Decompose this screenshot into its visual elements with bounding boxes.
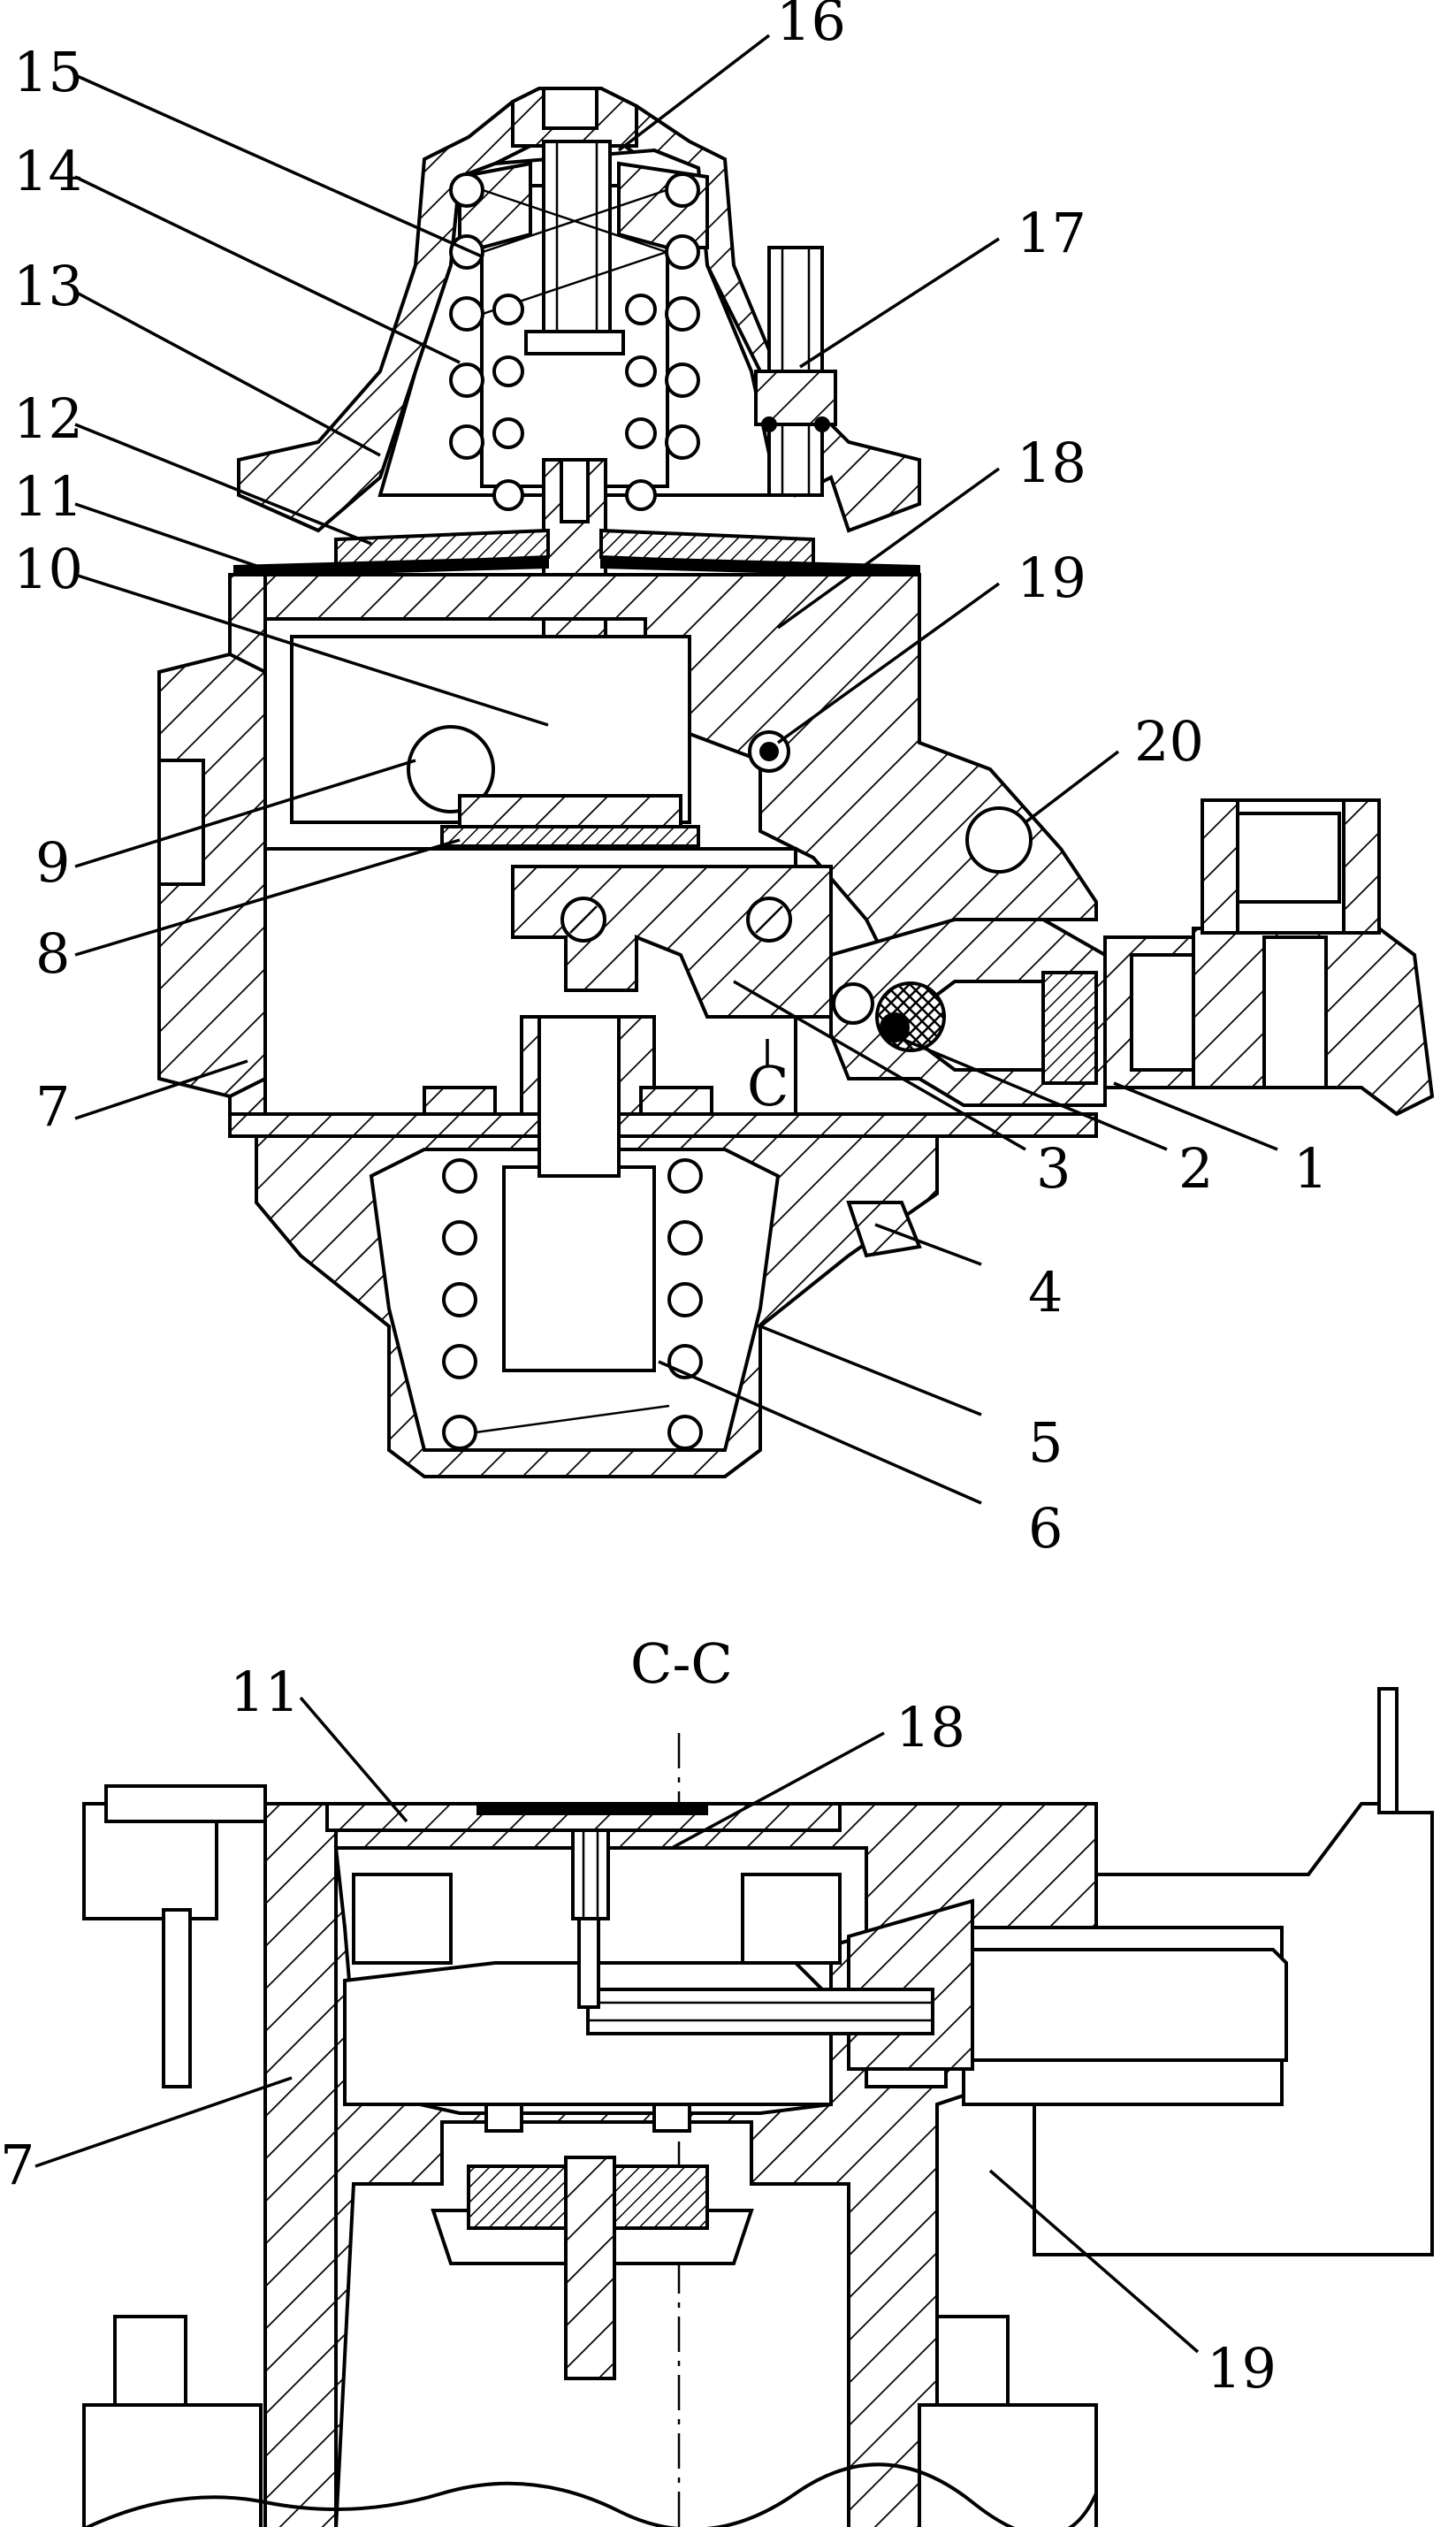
section-mark: C [747, 1039, 789, 1118]
part-label-19: 19 [1017, 546, 1086, 610]
section-label-7: 7 [0, 2133, 34, 2197]
part-label-14: 14 [13, 139, 83, 203]
part-label-9: 9 [35, 830, 70, 895]
section-bottom-fastener [431, 2103, 754, 2380]
part-label-4: 4 [1028, 1260, 1063, 1325]
part-label-18: 18 [1017, 431, 1086, 495]
section-passage-pin [586, 1898, 1288, 2071]
section-left-flange [82, 1784, 267, 2527]
part-label-2: 2 [1178, 1136, 1213, 1201]
part-label-5: 5 [1028, 1410, 1063, 1475]
section-cc-view: C-C [0, 1631, 1434, 2527]
part-label-7: 7 [35, 1074, 70, 1139]
top-part-labels: 1 2 3 4 5 6 7 8 9 10 11 12 13 14 15 16 1… [13, 0, 1328, 1561]
section-label-11: 11 [230, 1660, 300, 1724]
part-label-17: 17 [1017, 201, 1086, 265]
part-label-15: 15 [13, 40, 83, 104]
adjusting-screw [524, 140, 625, 355]
assembly-section-view: C [13, 0, 1435, 1561]
section-leader-lines [34, 1696, 1200, 2354]
lower-spring [442, 1158, 703, 1450]
part-label-3: 3 [1036, 1136, 1071, 1201]
section-cc-title: C-C [630, 1631, 733, 1696]
part-label-11: 11 [13, 464, 83, 529]
section-part-labels: 11 18 7 19 [0, 1660, 1277, 2401]
main-spring [449, 172, 700, 460]
section-mark-label: C [747, 1054, 789, 1118]
top-leader-lines [74, 34, 1278, 1505]
part-label-8: 8 [35, 921, 70, 986]
part-label-13: 13 [13, 254, 83, 318]
part-label-6: 6 [1028, 1496, 1063, 1561]
body-divider [228, 1086, 1098, 1138]
part-label-12: 12 [13, 386, 83, 451]
section-label-19: 19 [1207, 2336, 1277, 2401]
section-break-line [83, 2462, 1098, 2527]
part-label-16: 16 [776, 0, 846, 53]
part-label-20: 20 [1134, 709, 1204, 774]
section-vertical-pin [571, 1828, 610, 2009]
lever-mechanism [440, 794, 833, 1019]
inlet-fitting [829, 798, 1435, 1117]
part-label-10: 10 [13, 537, 83, 601]
inner-spring [492, 294, 657, 511]
section-label-18: 18 [896, 1695, 965, 1760]
vent-fitting [754, 246, 837, 497]
part-label-1: 1 [1293, 1136, 1328, 1201]
